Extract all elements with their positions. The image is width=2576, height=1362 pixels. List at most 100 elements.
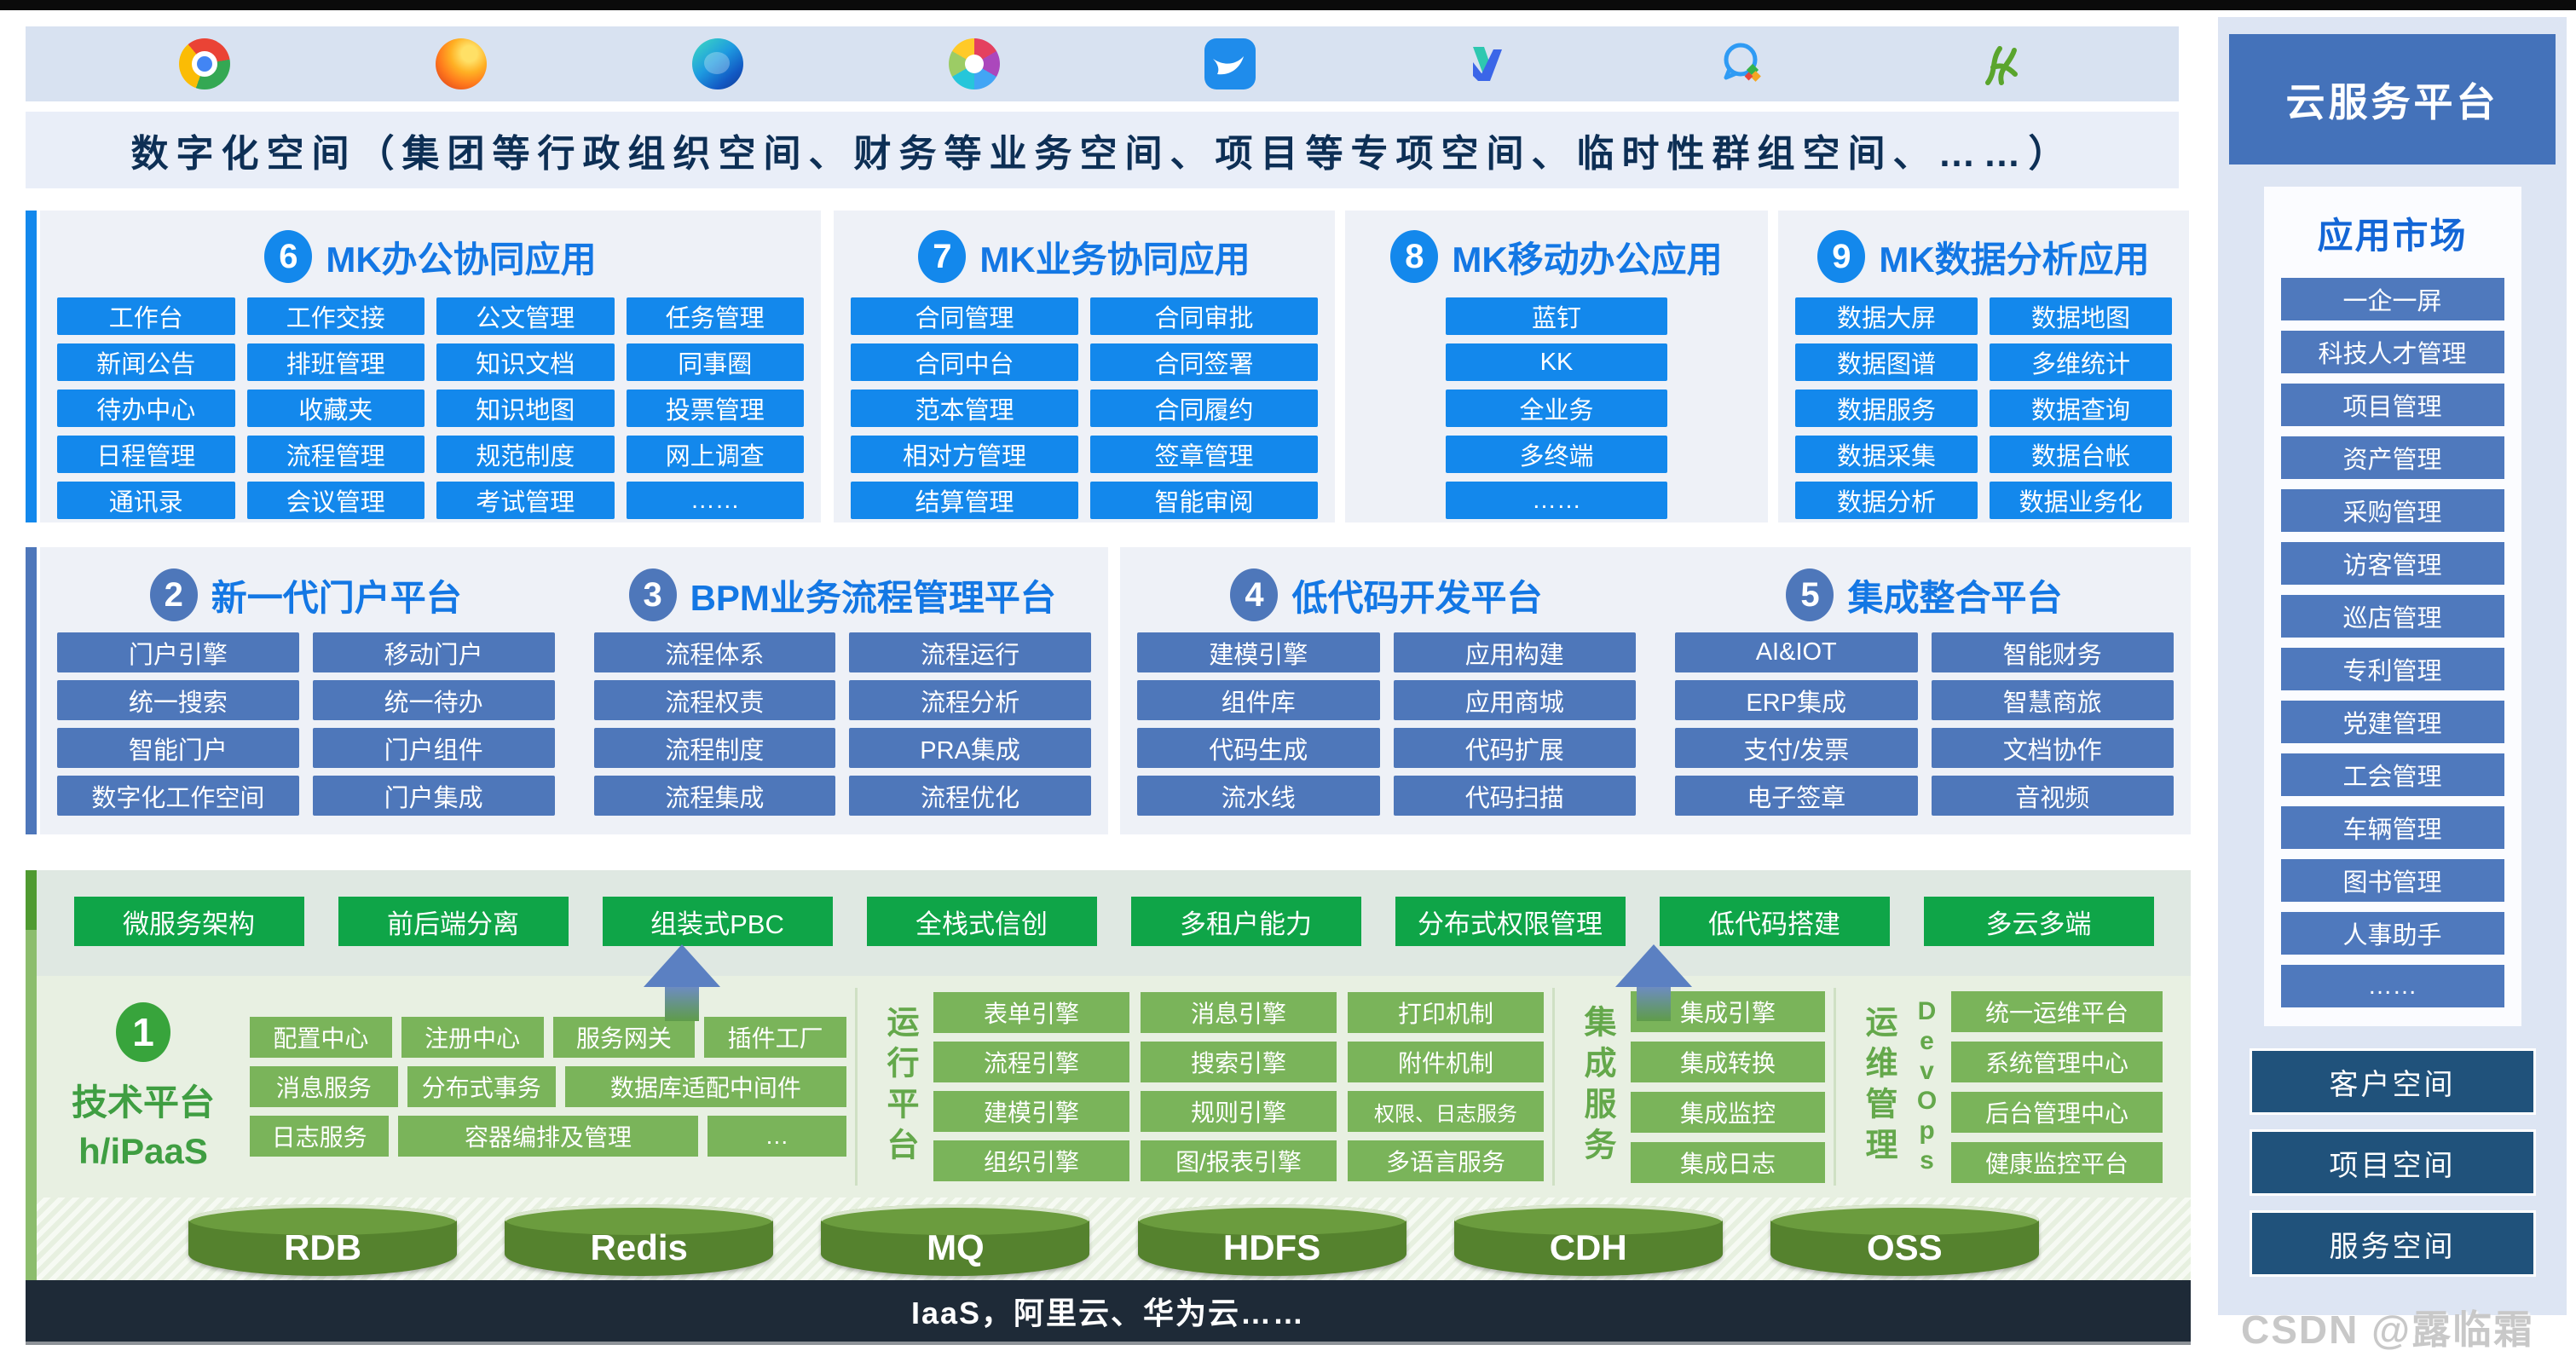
section-title: 3 BPM业务流程管理平台 xyxy=(586,547,1100,632)
app-button: 工作交接 xyxy=(246,297,425,335)
platform-button: 流程权责 xyxy=(593,680,836,720)
app-button: 待办中心 xyxy=(57,390,235,427)
tech-platform-label: 1 技术平台 h/iPaaS xyxy=(37,976,250,1198)
app-button: 同事圈 xyxy=(626,343,804,381)
accent-bar-tech xyxy=(26,870,37,1280)
arrow-up-icon xyxy=(1615,944,1692,1021)
runtime-button: 建模引擎 xyxy=(933,1091,1129,1132)
platform-button: 流程分析 xyxy=(849,680,1091,720)
platform-button: 音视频 xyxy=(1931,776,2174,816)
app-button: 数据图谱 xyxy=(1795,343,1978,381)
runtime-button: 附件机制 xyxy=(1348,1042,1544,1082)
platform-button: 移动门户 xyxy=(312,632,555,672)
platform-button: 流程运行 xyxy=(849,632,1091,672)
platform-card-portal-bpm: 2 新一代门户平台 门户引擎移动门户统一搜索统一待办智能门户门户组件数字化工作空… xyxy=(40,547,1108,834)
storage-label: HDFS xyxy=(1222,1226,1321,1267)
ipaas-row: 配置中心注册中心服务网关插件工厂 xyxy=(250,1017,846,1058)
ipaas-button: … xyxy=(707,1116,846,1157)
app-button: 数据分析 xyxy=(1795,482,1978,519)
capability-button: 分布式权限管理 xyxy=(1395,897,1626,946)
app-button: 智能审阅 xyxy=(1090,482,1318,519)
devops-sublabel: DevOps xyxy=(1913,997,1941,1176)
devops-button: 后台管理中心 xyxy=(1951,1091,2163,1133)
section-card-office-apps: 6 MK办公协同应用 工作台工作交接公文管理任务管理新闻公告排班管理知识文档同事… xyxy=(40,211,821,522)
accent-bar-platforms xyxy=(26,547,37,834)
platform-button: AI&IOT xyxy=(1675,632,1918,672)
section-title-text: MK业务协同应用 xyxy=(979,239,1250,280)
storage-layer: RDB Redis MQ HDFS CDH OSS xyxy=(37,1198,2191,1280)
section-title: 5 集成整合平台 xyxy=(1666,547,2182,632)
ipaas-button: 注册中心 xyxy=(401,1017,544,1058)
capability-button: 全栈式信创 xyxy=(866,897,1097,946)
platform-button: 流程制度 xyxy=(593,728,836,768)
app-button: …… xyxy=(1446,482,1667,519)
market-app-button: 人事助手 xyxy=(2280,912,2504,955)
pinwheel-browser-icon xyxy=(948,38,1000,89)
platform-button: 统一搜索 xyxy=(57,680,299,720)
storage-label: MQ xyxy=(927,1226,985,1267)
top-border xyxy=(0,0,2576,10)
tech-platform-name: 技术平台 xyxy=(71,1082,215,1122)
platform-group-portal: 2 新一代门户平台 门户引擎移动门户统一搜索统一待办智能门户门户组件数字化工作空… xyxy=(49,547,563,834)
market-app-button: 访客管理 xyxy=(2280,542,2504,585)
section-number-badge: 1 xyxy=(116,1001,170,1062)
dingtalk-icon xyxy=(1204,38,1256,89)
platform-button: 门户集成 xyxy=(312,776,555,816)
platform-button: PRA集成 xyxy=(849,728,1091,768)
app-button: 通讯录 xyxy=(57,482,235,519)
app-button: 数据采集 xyxy=(1795,436,1978,473)
platform-button: 智慧商旅 xyxy=(1931,680,2174,720)
ipaas-button: 插件工厂 xyxy=(704,1017,846,1058)
section-number-badge: 4 xyxy=(1230,568,1279,621)
storage-label: OSS xyxy=(1867,1226,1943,1267)
section-grid: 门户引擎移动门户统一搜索统一待办智能门户门户组件数字化工作空间门户集成 xyxy=(49,632,563,816)
app-button: 工作台 xyxy=(57,297,235,335)
section-title: 9 MK数据分析应用 xyxy=(1778,211,2189,297)
section-title-text: MK移动办公应用 xyxy=(1452,239,1723,280)
runtime-button: 打印机制 xyxy=(1348,992,1544,1033)
platform-group-lowcode: 4 低代码开发平台 建模引擎应用构建组件库应用商城代码生成代码扩展流水线代码扫描 xyxy=(1129,547,1644,834)
app-button: 数据服务 xyxy=(1795,390,1978,427)
app-button: 投票管理 xyxy=(626,390,804,427)
capability-button: 低代码搭建 xyxy=(1659,897,1890,946)
cloud-service-sidebar: 云服务平台 应用市场 一企一屏科技人才管理项目管理资产管理采购管理访客管理巡店管… xyxy=(2218,17,2567,1315)
app-button: 相对方管理 xyxy=(851,436,1078,473)
platform-button: 智能门户 xyxy=(57,728,299,768)
platform-button: 电子签章 xyxy=(1675,776,1918,816)
platform-card-lowcode-integration: 4 低代码开发平台 建模引擎应用构建组件库应用商城代码生成代码扩展流水线代码扫描… xyxy=(1120,547,2191,834)
list-item: Redis xyxy=(505,1203,774,1276)
market-app-button: 图书管理 xyxy=(2280,859,2504,902)
capability-button: 多租户能力 xyxy=(1130,897,1361,946)
market-app-button: 项目管理 xyxy=(2280,384,2504,426)
market-app-button: …… xyxy=(2280,965,2504,1007)
platform-button: 智能财务 xyxy=(1931,632,2174,672)
section-grid: 建模引擎应用构建组件库应用商城代码生成代码扩展流水线代码扫描 xyxy=(1129,632,1644,816)
tech-platform-strip: 1 技术平台 h/iPaaS 配置中心注册中心服务网关插件工厂 消息服务分布式事… xyxy=(37,976,2191,1198)
app-button: 全业务 xyxy=(1446,390,1667,427)
platform-button: 门户引擎 xyxy=(57,632,299,672)
list-item: OSS xyxy=(1770,1203,2039,1276)
capability-button: 前后端分离 xyxy=(338,897,569,946)
space-button-group: 客户空间项目空间服务空间 xyxy=(2249,1048,2536,1277)
app-button: 蓝钉 xyxy=(1446,297,1667,335)
app-button: 结算管理 xyxy=(851,482,1078,519)
sprout-app-icon xyxy=(1974,38,2025,89)
app-button: 数据查询 xyxy=(1990,390,2172,427)
platform-button: 应用商城 xyxy=(1393,680,1636,720)
platform-button: 代码扫描 xyxy=(1393,776,1636,816)
runtime-button: 搜索引擎 xyxy=(1141,1042,1337,1082)
runtime-button: 消息引擎 xyxy=(1141,992,1337,1033)
devops-label: 运维管理 xyxy=(1860,1005,1896,1169)
app-market-list: 一企一屏科技人才管理项目管理资产管理采购管理访客管理巡店管理专利管理党建管理工会… xyxy=(2280,278,2504,1007)
edge-icon xyxy=(691,38,743,89)
devops-button: 统一运维平台 xyxy=(1951,990,2163,1032)
storage-label: RDB xyxy=(284,1226,362,1267)
app-button: 知识地图 xyxy=(436,390,615,427)
list-item: HDFS xyxy=(1137,1203,1406,1276)
app-button: 公文管理 xyxy=(436,297,615,335)
app-button: 合同管理 xyxy=(851,297,1078,335)
integration-service-column: 集成引擎集成转换集成监控集成日志 xyxy=(1631,976,1825,1198)
